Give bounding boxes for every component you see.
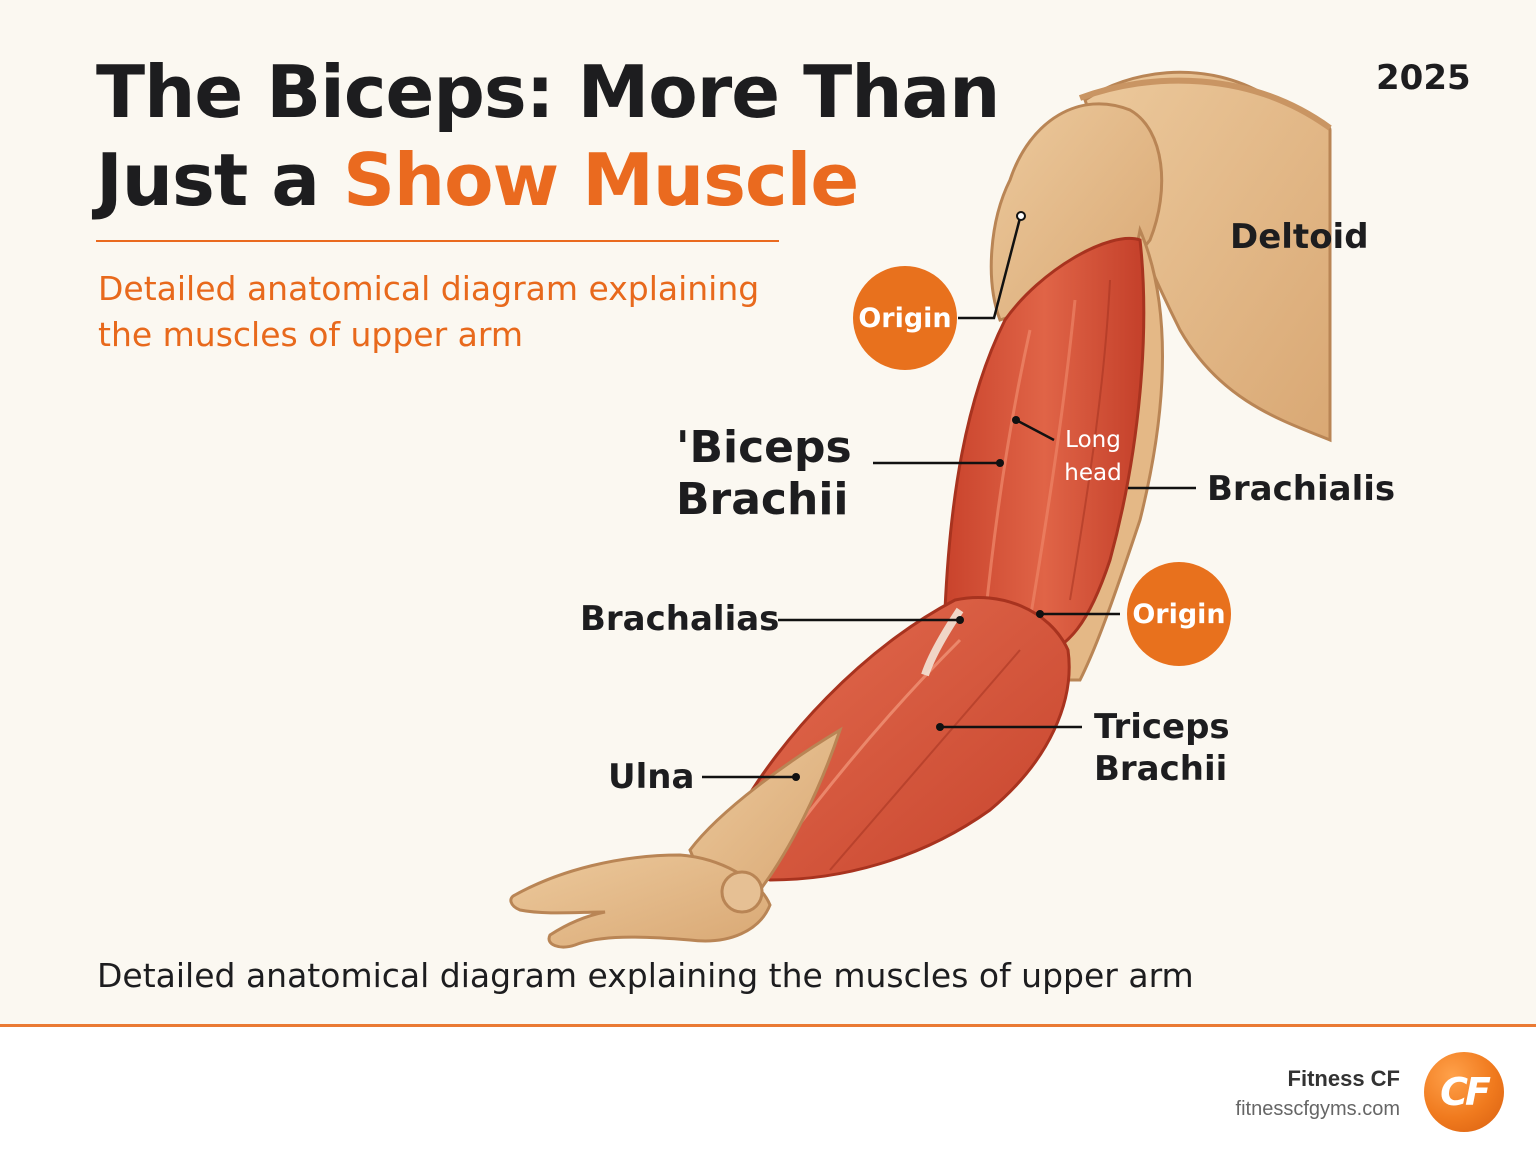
biceps-fiber <box>1069 279 1111 601</box>
label-biceps-brachii: 'Biceps Brachii <box>676 422 852 526</box>
forearm-muscle <box>734 595 1071 882</box>
title-line2-plain: Just a <box>96 138 320 222</box>
title-divider <box>96 240 779 242</box>
wrist-joint <box>720 870 764 914</box>
label-long-head-line2: head <box>1064 460 1122 486</box>
title-line1: The Biceps: More Than <box>96 50 1000 134</box>
year-label: 2025 <box>1376 58 1471 98</box>
label-triceps-line1: Triceps <box>1094 707 1230 747</box>
forearm-fiber <box>829 649 1021 871</box>
origin-top-leader <box>958 217 1022 320</box>
leader-dot <box>1036 610 1044 618</box>
leader-dot <box>996 459 1004 467</box>
leader-dot <box>792 773 800 781</box>
label-long-head-line1: Long <box>1065 427 1121 453</box>
biceps-fiber <box>983 329 1032 621</box>
leader-dot <box>1012 416 1020 424</box>
badge-origin-bottom: Origin <box>1127 562 1231 666</box>
label-ulna: Ulna <box>608 757 695 797</box>
label-brachalias: Brachalias <box>580 599 780 639</box>
long-head-leader <box>1015 418 1055 442</box>
leader-dot <box>956 616 964 624</box>
brand-logo-icon: CF <box>1424 1052 1504 1132</box>
label-triceps-brachii: Triceps Brachii <box>1094 706 1230 790</box>
biceps-muscle <box>943 237 1146 663</box>
label-deltoid: Deltoid <box>1230 217 1369 257</box>
leader-dot <box>936 723 944 731</box>
biceps-fiber <box>1028 299 1077 621</box>
hand <box>509 853 772 949</box>
label-biceps-line1: 'Biceps <box>676 422 852 473</box>
footer-divider <box>0 1024 1536 1027</box>
origin-top-pin <box>1016 211 1026 221</box>
subtitle: Detailed anatomical diagram explaining t… <box>98 269 760 354</box>
footer-brand: Fitness CF <box>1287 1066 1400 1091</box>
label-long-head: Long head <box>1058 424 1128 490</box>
tendon <box>921 607 964 677</box>
footer-url: fitnesscfgyms.com <box>1235 1098 1400 1120</box>
badge-origin-top: Origin <box>853 266 957 370</box>
page-title: The Biceps: More Than Just a Show Muscle <box>96 48 1056 224</box>
label-triceps-line2: Brachii <box>1094 749 1228 789</box>
label-brachialis: Brachialis <box>1207 469 1396 509</box>
clavicle <box>1078 77 1332 131</box>
caption: Detailed anatomical diagram explaining t… <box>97 956 1194 995</box>
footer <box>0 1027 1536 1154</box>
label-biceps-line2: Brachii <box>676 474 849 525</box>
title-accent: Show Muscle <box>343 138 859 222</box>
